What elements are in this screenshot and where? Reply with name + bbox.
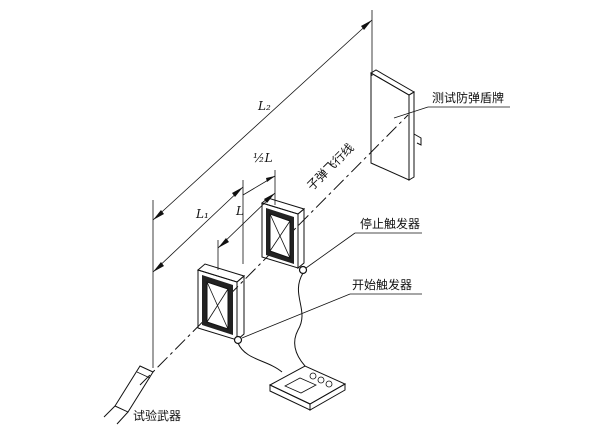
- stop-trigger-cable: [294, 272, 306, 367]
- start-trigger-frame: [196, 263, 246, 342]
- label-weapon: 试验武器: [133, 408, 181, 423]
- dimension-label-l1: L₁: [195, 207, 209, 221]
- dimension-label-l: L: [235, 204, 244, 218]
- test-weapon: [103, 365, 154, 425]
- bullet-trajectory-line: [139, 114, 409, 386]
- label-target: 测试防弹盾牌: [432, 90, 504, 105]
- leader-stop-trigger: [305, 232, 356, 269]
- timer-display: [284, 377, 317, 394]
- label-start-trigger: 开始触发器: [352, 277, 412, 292]
- leader-target: [393, 106, 429, 119]
- dimension-l2: L₂: [152, 19, 373, 221]
- leader-start-trigger: [241, 293, 351, 339]
- timer-knob-3: [325, 380, 333, 388]
- trajectory-label: 子弹飞行线: [304, 141, 356, 193]
- dimension-half-l: ½L: [242, 151, 276, 196]
- test-shield: [370, 69, 422, 181]
- timer-console: [268, 365, 347, 411]
- timer-knob-1: [309, 372, 317, 380]
- dimension-l1: L₁: [152, 186, 244, 273]
- shield-handle: [413, 133, 422, 146]
- stop-trigger-frame: [260, 197, 306, 270]
- stop-trigger-sensor: [298, 265, 308, 275]
- start-trigger-sensor: [233, 335, 243, 345]
- dimension-label-half-l: ½L: [253, 151, 273, 165]
- dimension-label-l2: L₂: [257, 99, 271, 113]
- timer-knob-2: [317, 376, 325, 384]
- start-trigger-cable: [237, 342, 283, 373]
- label-stop-trigger: 停止触发器: [360, 216, 420, 231]
